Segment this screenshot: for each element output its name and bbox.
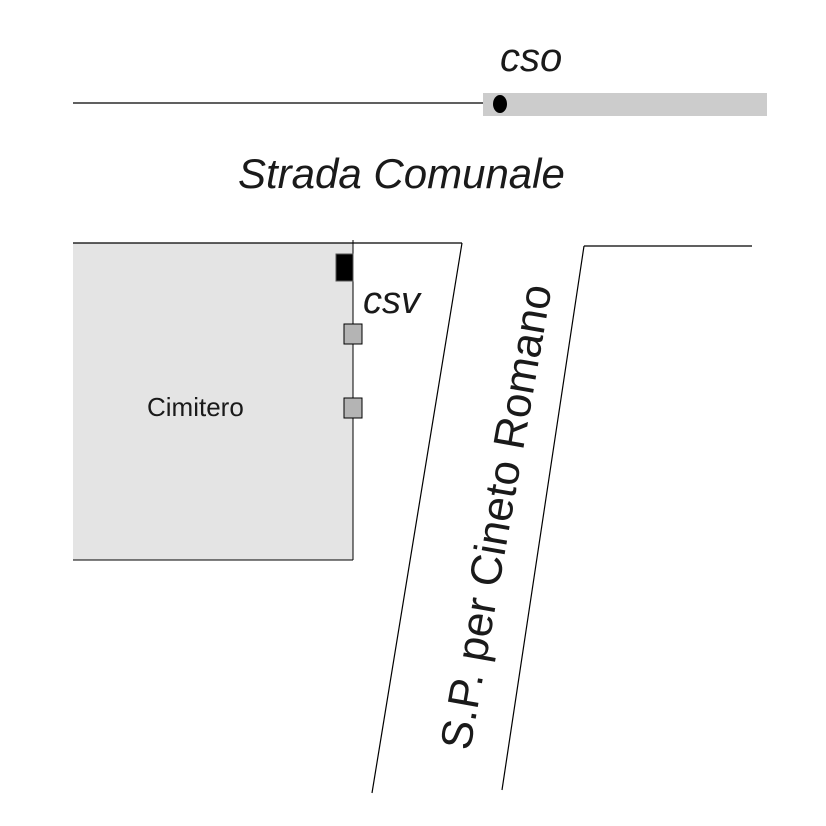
provincial-road-right-edge [501,245,585,791]
csv-black-marker [335,253,354,282]
grey-marker-1 [343,323,363,345]
csv-label: csv [363,280,420,322]
cemetery-area [73,243,353,560]
cso-point-icon [493,95,507,113]
cso-bar [483,93,767,116]
strada-comunale-label: Strada Comunale [238,150,565,197]
cemetery-label: Cimitero [147,392,244,422]
provincial-road-left-edge [371,242,463,794]
cso-label: cso [500,36,563,80]
grey-marker-2 [343,397,363,419]
